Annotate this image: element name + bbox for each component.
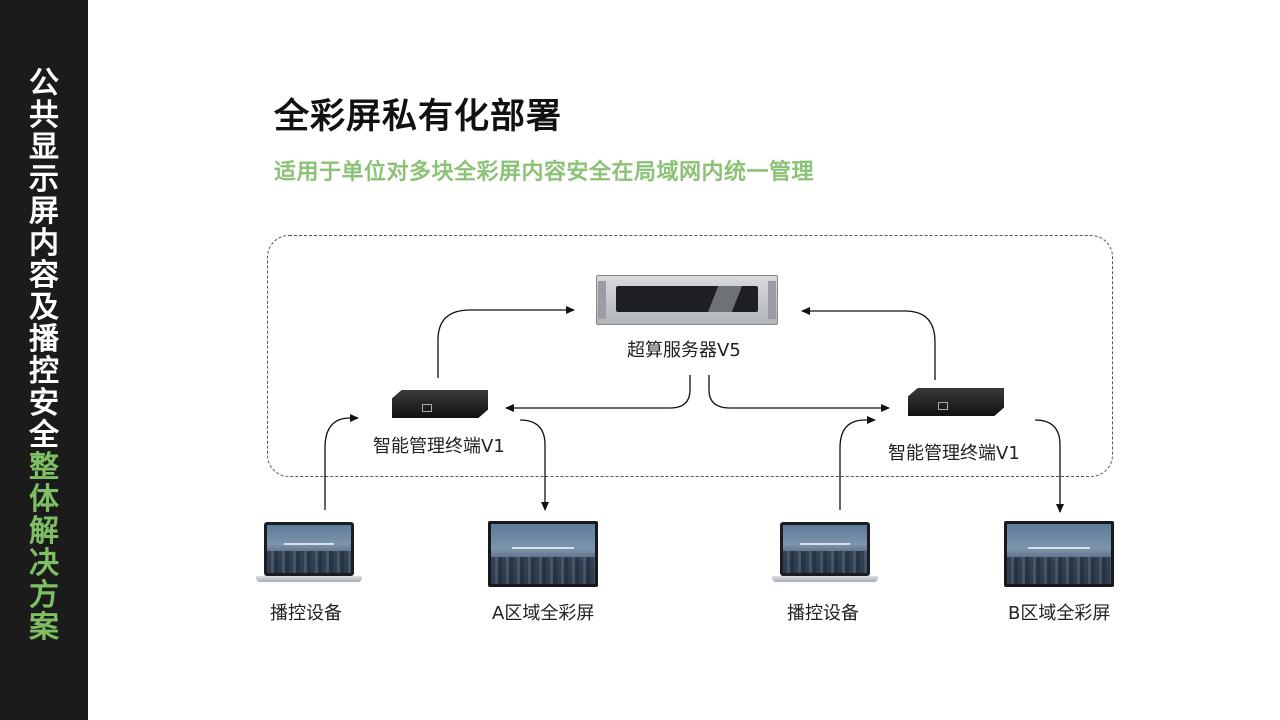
sidebar-char: 全 (29, 418, 59, 453)
screen-b-image (1004, 521, 1114, 587)
terminal-right-image (908, 388, 1004, 416)
sidebar-char: 示 (29, 162, 59, 197)
sidebar-char: 容 (29, 258, 59, 293)
screen-a-image (488, 521, 598, 587)
page-subtitle: 适用于单位对多块全彩屏内容安全在局域网内统一管理 (274, 160, 815, 185)
screen-b-label: B区域全彩屏 (1008, 603, 1111, 624)
lan-boundary (267, 235, 1113, 477)
arrow-server-to-terminal-left (505, 375, 691, 412)
sidebar-char-highlight: 整 (29, 450, 59, 485)
arrow-control-left-to-terminal (324, 414, 359, 510)
sidebar-char: 控 (29, 354, 59, 389)
sidebar-char-highlight: 方 (29, 578, 59, 613)
sidebar-char: 屏 (29, 194, 59, 229)
arrow-terminal-right-to-server (801, 307, 936, 380)
sidebar-char: 内 (29, 226, 59, 261)
sidebar-char: 播 (29, 322, 59, 357)
sidebar-char: 显 (29, 130, 59, 165)
sidebar-vertical-title: 公共显示屏内容及播控安全整体解决方案 (20, 68, 68, 644)
control-device-left-image (256, 522, 362, 582)
server-label: 超算服务器V5 (627, 340, 741, 361)
sidebar-char: 及 (29, 290, 59, 325)
page-title: 全彩屏私有化部署 (274, 97, 563, 137)
terminal-left-image (392, 390, 488, 418)
control-right-label: 播控设备 (787, 603, 859, 624)
sidebar-char: 公 (29, 66, 59, 101)
sidebar: 公共显示屏内容及播控安全整体解决方案 (0, 0, 88, 720)
control-left-label: 播控设备 (270, 603, 342, 624)
sidebar-char-highlight: 体 (29, 482, 59, 517)
sidebar-char-highlight: 决 (29, 546, 59, 581)
sidebar-char: 安 (29, 386, 59, 421)
arrow-terminal-right-to-screen-b (1034, 419, 1064, 513)
terminal-right-label: 智能管理终端V1 (888, 443, 1020, 464)
sidebar-char: 共 (29, 98, 59, 133)
arrow-terminal-left-to-server (437, 306, 575, 378)
server-image (596, 275, 778, 325)
screen-a-label: A区域全彩屏 (492, 603, 595, 624)
sidebar-char-highlight: 解 (29, 514, 59, 549)
arrow-terminal-left-to-screen-a (519, 419, 549, 511)
control-device-right-image (772, 522, 878, 582)
sidebar-char-highlight: 案 (29, 610, 59, 645)
arrow-server-to-terminal-right (708, 375, 890, 412)
arrow-control-right-to-terminal (839, 416, 876, 510)
terminal-left-label: 智能管理终端V1 (373, 436, 505, 457)
